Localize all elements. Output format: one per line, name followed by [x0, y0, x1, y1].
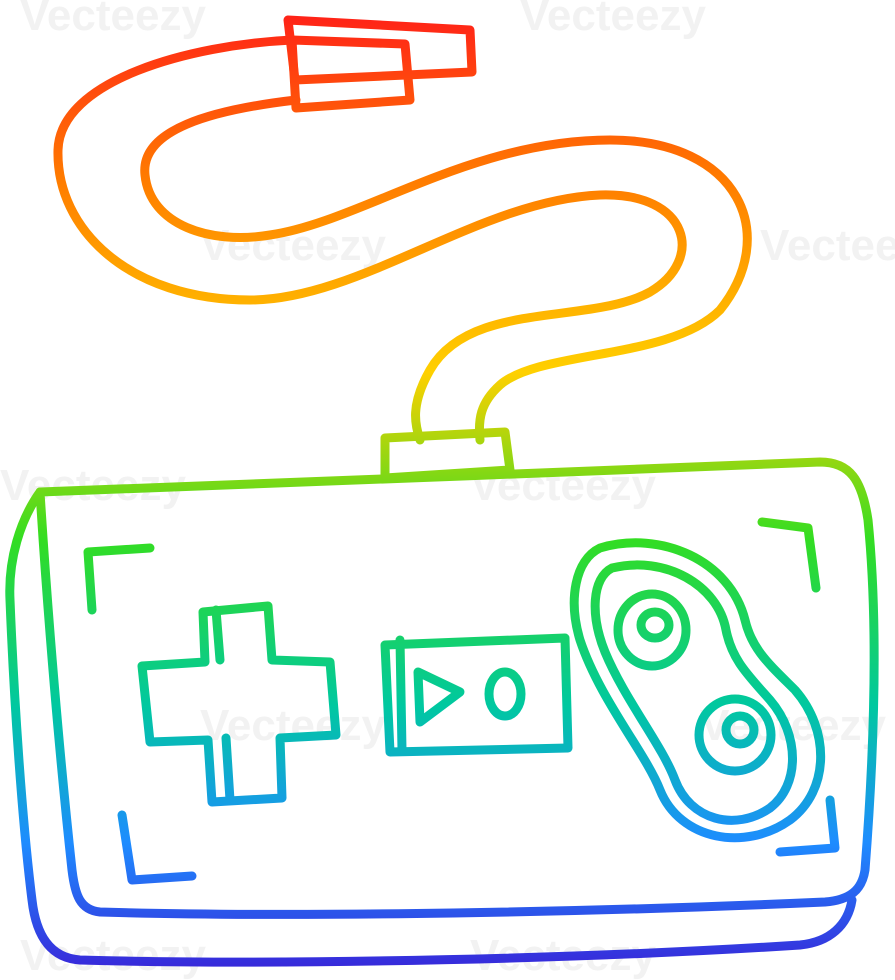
cable-plug — [283, 15, 477, 113]
watermark-text: Vecteezy — [20, 0, 206, 40]
watermark-text: Vecteezy — [760, 221, 895, 270]
play-triangle-icon — [413, 667, 465, 727]
cable — [53, 35, 752, 445]
controller-body — [5, 457, 879, 967]
dpad-icon — [137, 601, 341, 807]
action-buttons — [569, 538, 826, 843]
action-button-a — [613, 589, 691, 671]
watermark-text: Vecteezy — [200, 701, 386, 750]
watermark-text: Vecteezy — [20, 931, 206, 980]
start-select-panel — [380, 633, 573, 757]
watermark-text: Vecteezy — [520, 0, 706, 40]
action-button-b — [694, 694, 776, 776]
corner-marks — [83, 517, 840, 885]
round-button-icon — [484, 667, 526, 721]
